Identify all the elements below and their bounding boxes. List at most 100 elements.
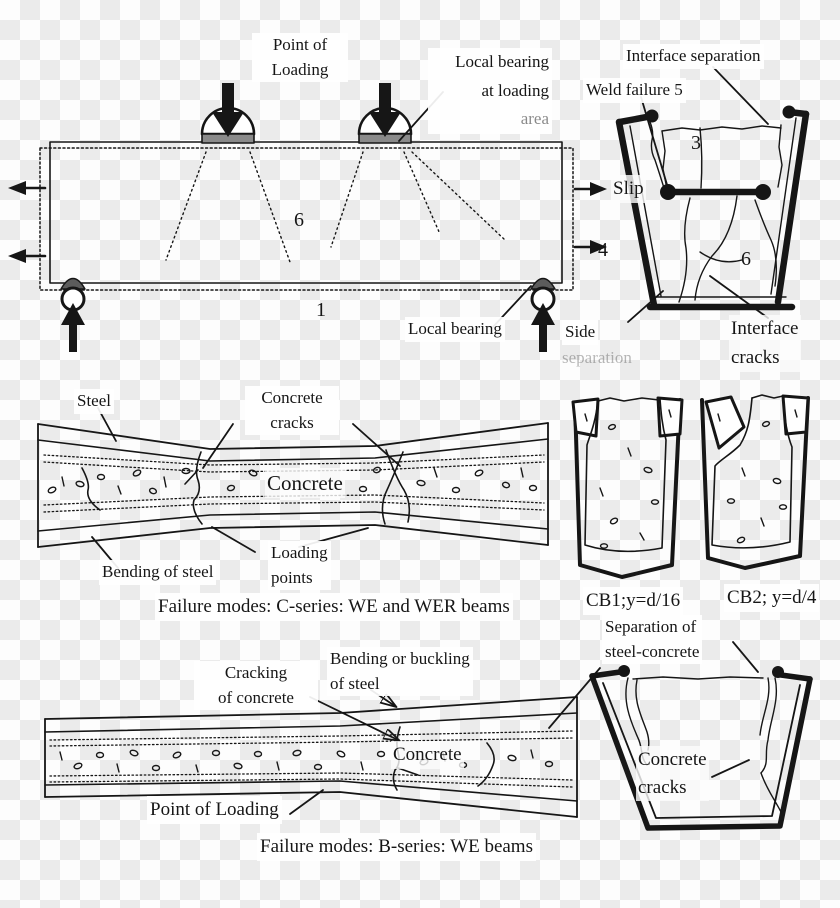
label-local-bearing-at-loading: Local bearing at loading area — [428, 48, 552, 134]
leader-point-of-loading — [289, 789, 324, 815]
aggregate-marks — [59, 749, 554, 773]
outer-shell — [700, 396, 810, 570]
label-weld-failure-5: Weld failure 5 — [583, 78, 686, 103]
weld-dot — [618, 665, 630, 677]
label-num-6-section: 6 — [741, 248, 751, 270]
leader-cracking-of-concrete — [309, 696, 398, 740]
label-separation-steel-concrete: Separation of steel-concrete — [602, 615, 703, 665]
aggregate-marks — [584, 409, 672, 549]
aggregate-marks — [47, 466, 538, 495]
bottom-flange-outer — [44, 791, 578, 818]
top-cross-section — [615, 66, 810, 323]
leader-loading-point-left — [211, 526, 256, 553]
weld-failure-crack — [649, 121, 665, 189]
corner-block-right — [656, 396, 684, 438]
top-flange-outer — [44, 696, 578, 720]
corner-block-left-separated — [704, 395, 746, 450]
concrete-top — [597, 397, 660, 402]
bottom-flange-inner — [37, 511, 549, 532]
beam-solid-outline — [49, 141, 563, 284]
label-num-1: 1 — [316, 299, 326, 321]
leader-separation-right — [732, 641, 759, 673]
leader-side-separation — [627, 290, 664, 323]
top-flange-inner — [44, 712, 578, 733]
beam-dotted-outline — [39, 147, 574, 291]
label-steel: Steel — [74, 389, 114, 414]
steel-top-right — [778, 672, 813, 682]
outer-shell — [573, 398, 682, 579]
leader-weld-failure — [640, 96, 669, 189]
steel-side-left — [615, 118, 658, 309]
reinforcement-dotted-lines — [49, 730, 573, 788]
weld-dot — [772, 666, 784, 678]
left-arrows — [8, 181, 47, 263]
label-concrete-mid: Concrete — [265, 468, 345, 499]
label-interface-separation: Interface separation — [623, 44, 764, 69]
label-interface-cracks: Interface cracks — [729, 315, 801, 372]
concrete-block-outline — [661, 124, 783, 190]
reaction-arrow-up-icon — [531, 303, 555, 352]
inner-face — [602, 682, 801, 819]
label-bending-of-steel: Bending of steel — [99, 560, 217, 585]
concrete-top — [632, 676, 764, 680]
label-cb1: CB1;y=d/16 — [583, 587, 684, 615]
concrete-top — [751, 394, 784, 399]
label-side-separation-faded: separation — [562, 348, 632, 367]
bottom-beam-plan — [44, 641, 759, 818]
concrete-outline — [711, 396, 793, 549]
caption-c-series: Failure modes: C-series: WE and WER beam… — [155, 593, 513, 621]
label-concrete-cracks-mid: Concrete cracks — [245, 386, 339, 436]
label-num-4: 4 — [598, 239, 608, 261]
bottom-flange-inner — [44, 780, 578, 802]
top-flange-inner — [37, 438, 549, 462]
support-left — [60, 277, 86, 352]
steel-side-right — [774, 110, 810, 306]
cb1-cross-section — [571, 396, 684, 579]
cb2-cross-section — [700, 394, 810, 570]
load-point-2 — [357, 83, 413, 144]
bottom-cross-section — [589, 665, 813, 831]
leader-interface-separation — [712, 66, 769, 125]
support-wedge — [530, 277, 556, 290]
label-num-3: 3 — [691, 132, 701, 154]
reaction-arrow-up-icon — [61, 303, 85, 352]
label-point-of-loading: Point of Loading — [252, 33, 348, 83]
support-right — [530, 277, 556, 352]
slip-bar-dot — [660, 184, 676, 200]
label-cb2: CB2; y=d/4 — [724, 584, 820, 612]
top-flange-outer — [37, 422, 549, 450]
weld-dot — [645, 109, 659, 123]
label-slip: Slip — [611, 175, 646, 203]
aggregate-marks — [717, 409, 798, 544]
label-bending-or-buckling: Bending or buckling of steel — [327, 647, 473, 697]
slip-bar-dot — [755, 184, 771, 200]
bottom-flange-outer — [37, 524, 549, 548]
label-concrete-cracks-bottom: Concrete cracks — [636, 746, 709, 802]
dashed-shear-rays — [165, 151, 506, 263]
leader-interface-cracks — [709, 275, 769, 319]
label-num-6-beam: 6 — [294, 209, 304, 231]
load-arrow-down-icon — [212, 83, 244, 137]
label-concrete-bottom: Concrete — [391, 741, 464, 769]
label-local-bearing-lines: Local bearing at loading — [455, 52, 549, 100]
leader-concrete-cracks — [711, 759, 750, 778]
concrete-crack-lines — [81, 449, 411, 525]
support-wedge — [60, 277, 86, 290]
label-cracking-of-concrete: Cracking of concrete — [194, 661, 318, 711]
label-area-word: area — [520, 109, 549, 129]
label-point-of-loading-bottom: Point of Loading — [147, 796, 282, 824]
top-beam-elevation — [8, 83, 607, 352]
label-local-bearing: Local bearing — [405, 317, 505, 342]
load-point-1 — [200, 83, 256, 144]
label-loading-points: Loading points — [268, 541, 331, 591]
concrete-outline — [584, 398, 667, 553]
caption-b-series: Failure modes: B-series: WE beams — [257, 833, 536, 861]
leader-concrete-cracks-left — [202, 423, 234, 469]
leader-concrete-cracks-right — [352, 423, 401, 467]
arrow-left-icon — [8, 249, 26, 263]
right-arrows — [573, 182, 607, 254]
label-side: Side — [562, 320, 599, 345]
arrow-left-icon — [8, 181, 26, 195]
